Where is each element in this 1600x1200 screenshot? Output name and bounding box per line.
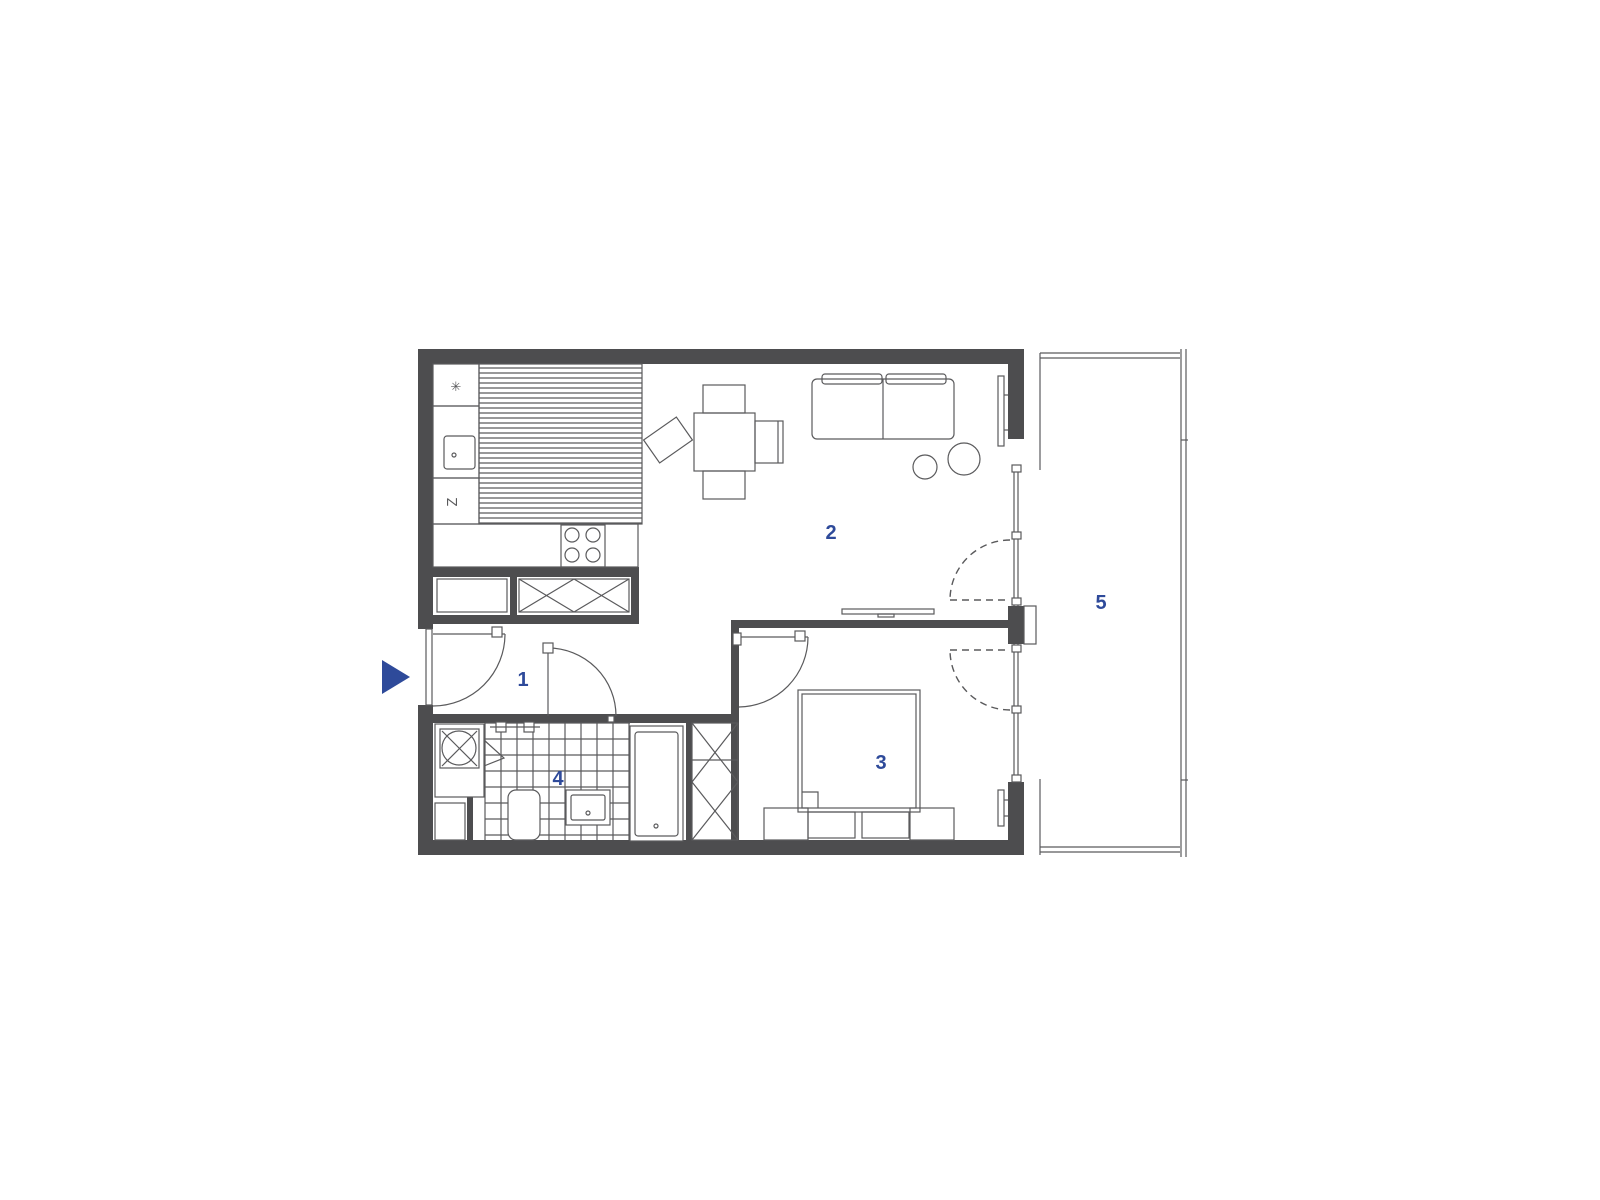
doors bbox=[432, 539, 1011, 717]
entrance-arrow-icon bbox=[382, 660, 410, 694]
interior-walls bbox=[433, 567, 1011, 850]
exterior-walls bbox=[418, 349, 1024, 855]
room-label-3: 3 bbox=[875, 752, 886, 774]
tv-unit bbox=[841, 608, 935, 618]
bedroom-furniture bbox=[763, 689, 1008, 841]
facade-glazing bbox=[1011, 464, 1037, 783]
dining-set bbox=[642, 384, 784, 500]
storage-cupboards bbox=[436, 578, 630, 613]
room-label-4: 4 bbox=[552, 768, 564, 790]
kitchen-floor-stripes bbox=[479, 367, 642, 524]
wardrobe bbox=[691, 722, 739, 841]
balcony bbox=[1039, 349, 1188, 857]
kitchen: ✳ Z bbox=[432, 363, 643, 568]
room-label-1: 1 bbox=[517, 669, 528, 691]
bathroom bbox=[434, 715, 684, 842]
sofa-set bbox=[811, 373, 1008, 480]
room-label-2: 2 bbox=[825, 522, 836, 544]
freezer-symbol: ✳ bbox=[451, 380, 462, 395]
fridge-symbol: Z bbox=[446, 497, 461, 506]
room-label-5: 5 bbox=[1095, 592, 1106, 614]
